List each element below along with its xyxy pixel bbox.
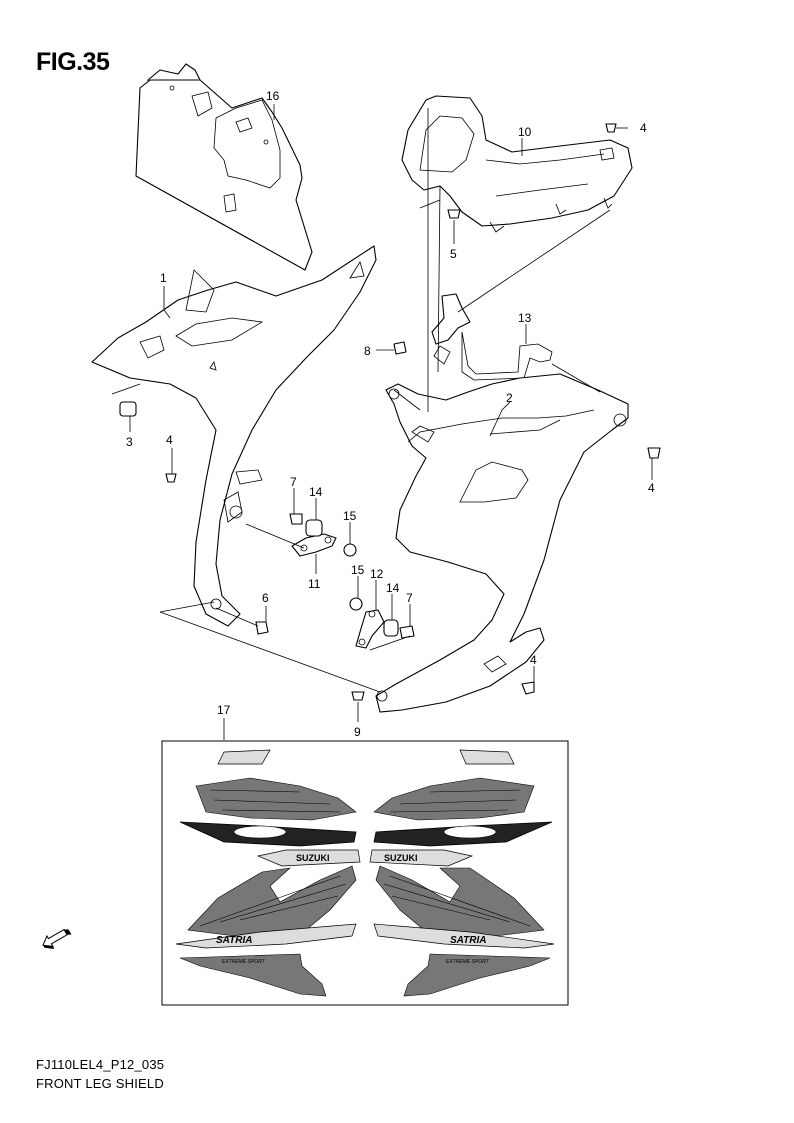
fwd-arrow-icon <box>42 928 72 949</box>
part-10-upper-cover <box>401 95 633 233</box>
callout-7-left: 7 <box>290 475 297 489</box>
callout-5: 5 <box>450 247 457 261</box>
figure-title: FIG.35 <box>36 48 110 76</box>
part-2-right-leg-shield <box>375 373 629 713</box>
callout-13: 13 <box>518 311 532 325</box>
callout-16: 16 <box>266 89 280 103</box>
callout-4-top: 4 <box>640 121 647 135</box>
callout-14-right: 14 <box>386 581 400 595</box>
footer-figure-code: FJ110LEL4_P12_035 <box>36 1057 165 1072</box>
assembly-lines <box>111 108 611 693</box>
callout-3: 3 <box>126 435 133 449</box>
footer-caption: FRONT LEG SHIELD <box>36 1076 164 1091</box>
callout-4-right: 4 <box>648 481 655 495</box>
hardware-parts <box>119 123 661 701</box>
callout-1: 1 <box>160 271 167 285</box>
callout-4-left: 4 <box>166 433 173 447</box>
callout-7-right: 7 <box>406 591 413 605</box>
part-1-left-leg-shield <box>91 245 377 627</box>
decal-brand-right: SUZUKI <box>384 853 418 863</box>
callout-9: 9 <box>354 725 361 739</box>
callout-15-right: 15 <box>351 563 365 577</box>
callout-4-bottom: 4 <box>530 653 537 667</box>
callout-15-left: 15 <box>343 509 357 523</box>
decal-model-left: SATRIA <box>216 935 252 946</box>
callout-labels: 1 2 3 4 4 4 4 5 6 7 7 8 9 10 11 12 13 14… <box>126 89 655 739</box>
callout-12: 12 <box>370 567 384 581</box>
part-13-bracket <box>431 293 553 381</box>
callout-10: 10 <box>518 125 532 139</box>
leader-lines <box>129 104 653 740</box>
decal-brand-left: SUZUKI <box>296 853 330 863</box>
callout-14-left: 14 <box>309 485 323 499</box>
callout-6: 6 <box>262 591 269 605</box>
callout-11: 11 <box>308 577 321 591</box>
decal-model-right: SATRIA <box>450 935 486 946</box>
callout-2: 2 <box>506 391 513 405</box>
decal-stripe-right: EXTREME SPORT <box>446 959 490 965</box>
decal-stripe-left: EXTREME SPORT <box>222 959 266 965</box>
callout-8: 8 <box>364 344 371 358</box>
callout-17: 17 <box>217 703 231 717</box>
part-16-inner-panel <box>135 63 313 271</box>
part-17-decal-set: SUZUKI SUZUKI SATRIA SATRIA EXTREME SPOR… <box>161 740 569 1006</box>
